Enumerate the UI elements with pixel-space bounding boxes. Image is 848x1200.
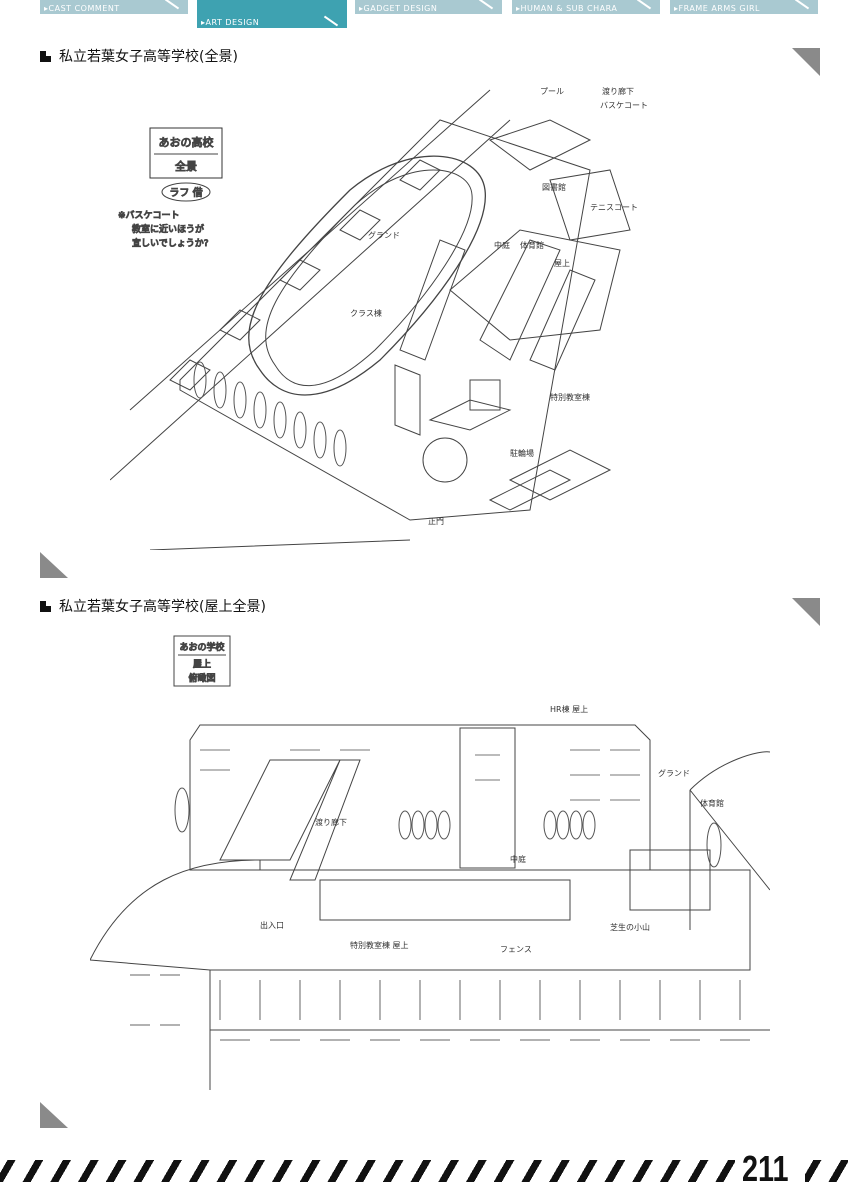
corner-triangle-icon (40, 552, 68, 578)
map-label: 駐輪場 (510, 448, 534, 458)
map-label: 体育館 (520, 240, 544, 250)
note-card-title: あおの学校 (179, 641, 224, 653)
note-card-subtitle: 屋上 (193, 659, 211, 670)
note-card-title: あおの高校 (159, 135, 214, 149)
tab-frame-arms-girl[interactable]: ▸FRAME ARMS GIRL (670, 0, 818, 14)
tab-label: ▸GADGET DESIGN (359, 4, 438, 13)
map-label: 特別教室棟 (550, 392, 590, 402)
note-card-subtitle: 俯瞰図 (188, 672, 215, 684)
map-label: フェンス (500, 945, 532, 954)
tab-label: ▸FRAME ARMS GIRL (674, 4, 760, 13)
corner-triangle-icon (40, 1102, 68, 1128)
tab-gadget-design[interactable]: ▸GADGET DESIGN (355, 0, 502, 14)
footer-stripe (0, 1160, 735, 1182)
rooftop-overview-sketch: あおの学校 屋上 俯瞰図 HR棟 屋上 グランド 体育館 渡り廊下 中庭 特別教… (89, 630, 771, 1090)
map-label: 芝生の小山 (610, 922, 650, 932)
bullet-square-icon (40, 50, 51, 62)
note-card-subtitle: 全景 (175, 159, 197, 173)
tab-cast-comment[interactable]: ▸CAST COMMENT (40, 0, 188, 14)
section-title: 私立若葉女子高等学校(全景) (59, 49, 238, 65)
map-label: 屋上 (554, 259, 570, 268)
map-label: 正門 (428, 517, 444, 526)
map-label: 図書館 (542, 182, 566, 192)
section-title: 私立若葉女子高等学校(屋上全景) (59, 599, 266, 615)
corner-triangle-icon (792, 598, 820, 626)
page-number: 211 (742, 1148, 789, 1189)
map-label: 体育館 (700, 798, 724, 808)
bullet-square-icon (40, 600, 51, 612)
map-label: 中庭 (494, 240, 510, 250)
note-badge: ラフ 借 (169, 187, 202, 199)
map-label: プール (540, 87, 564, 96)
map-label: グランド (368, 230, 400, 240)
map-label: 渡り廊下 (315, 817, 347, 827)
section-heading: 私立若葉女子高等学校(屋上全景) (40, 596, 266, 616)
campus-overview-sketch: あおの高校 全景 ラフ 借 ※バスケコート 教室に近いほうが 宜しいでしょうか?… (109, 80, 650, 551)
note-comment: 宜しいでしょうか? (132, 237, 209, 249)
map-label: 出入口 (260, 920, 284, 930)
map-label: グランド (658, 768, 690, 778)
map-label: 特別教室棟 屋上 (350, 940, 409, 950)
map-label: HR棟 屋上 (550, 704, 588, 714)
note-comment: 教室に近いほうが (132, 223, 204, 235)
note-comment: ※バスケコート (118, 210, 180, 221)
section-heading: 私立若葉女子高等学校(全景) (40, 46, 238, 66)
map-label: 中庭 (510, 854, 526, 864)
map-label: 渡り廊下 (602, 86, 634, 96)
footer-stripe (805, 1160, 848, 1182)
tab-label: ▸ART DESIGN (201, 18, 260, 27)
tab-label: ▸HUMAN & SUB CHARA (516, 4, 618, 13)
tab-art-design[interactable]: ▸ART DESIGN (197, 0, 347, 28)
tab-human-sub-chara[interactable]: ▸HUMAN & SUB CHARA (512, 0, 660, 14)
tab-label: ▸CAST COMMENT (44, 4, 120, 13)
map-label: テニスコート (590, 203, 638, 212)
map-label: クラス棟 (350, 308, 382, 318)
corner-triangle-icon (792, 48, 820, 76)
map-label: バスケコート (600, 101, 648, 110)
